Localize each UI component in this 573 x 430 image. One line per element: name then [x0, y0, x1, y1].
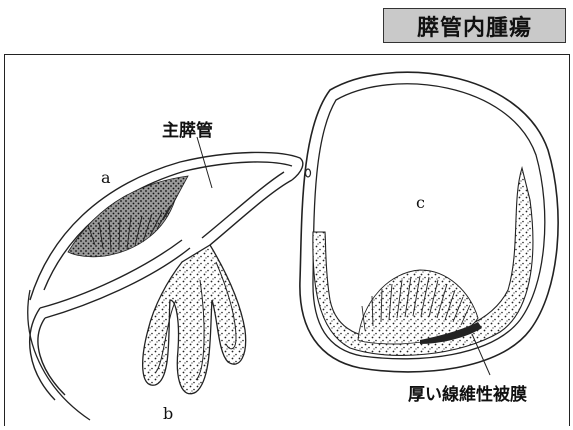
lesion-c-cyst — [300, 72, 558, 372]
label-c: c — [416, 193, 425, 212]
lesion-b-branch-duct — [143, 245, 246, 394]
label-thick-fibrous-capsule: 厚い線維性被膜 — [408, 380, 527, 405]
label-main-pancreatic-duct: 主膵管 — [162, 116, 213, 141]
label-a: a — [101, 168, 111, 187]
lesion-a-tumor — [68, 176, 188, 257]
label-b: b — [163, 404, 173, 423]
small-duct-cross-section — [306, 169, 311, 177]
outer-contour-line — [28, 290, 90, 420]
leader-main-duct — [197, 137, 212, 188]
